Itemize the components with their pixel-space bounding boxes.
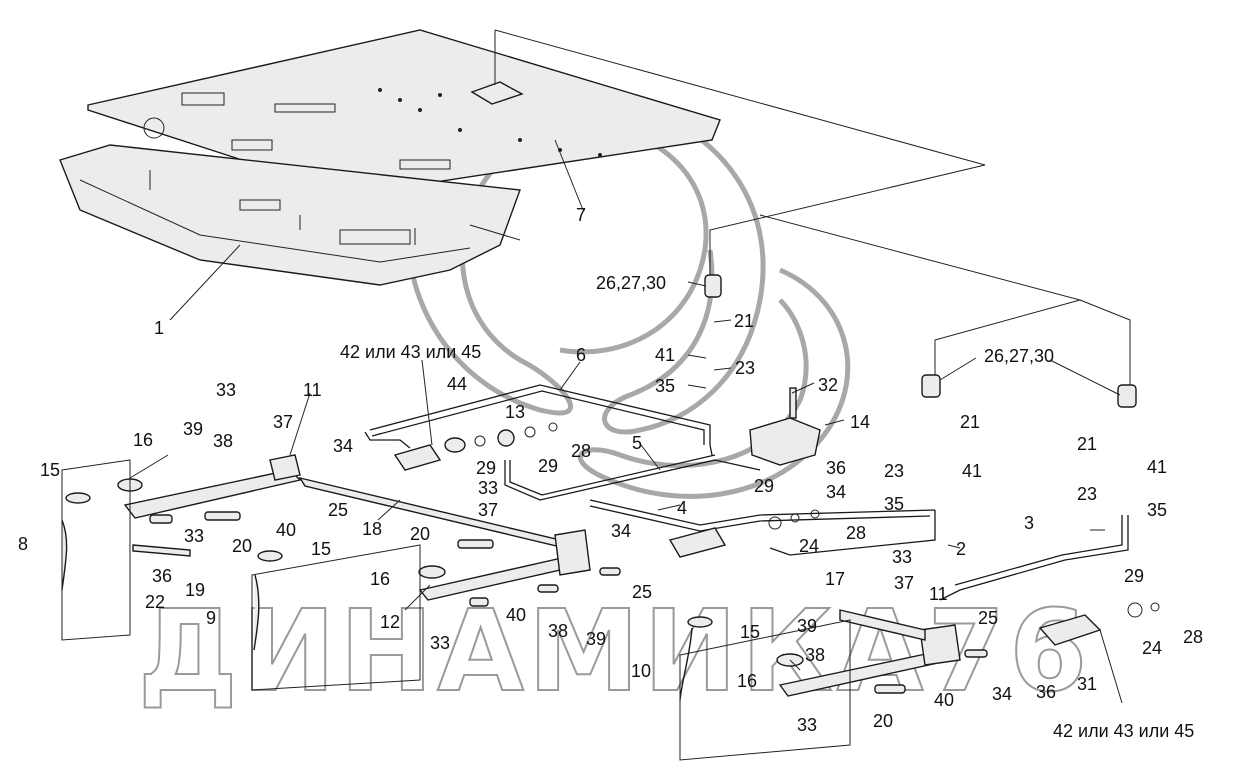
- callout-15-c: 15: [740, 622, 760, 642]
- callout-29-b: 29: [538, 456, 558, 476]
- callout-33-f: 33: [797, 715, 817, 735]
- callout-23-mid: 23: [884, 461, 904, 481]
- callout-20-a: 20: [232, 536, 252, 556]
- callout-33-b: 33: [478, 478, 498, 498]
- callout-31: 31: [1077, 674, 1097, 694]
- callout-34-right: 34: [992, 684, 1012, 704]
- callout-24-b: 24: [1142, 638, 1162, 658]
- callout-labels: 1 7 26,27,30 21 41 23 35 32 42 или 43 ил…: [18, 205, 1203, 741]
- callout-38-b: 38: [548, 621, 568, 641]
- callout-18: 18: [362, 519, 382, 539]
- callout-33-d: 33: [430, 633, 450, 653]
- callout-34-b: 34: [611, 521, 631, 541]
- callout-16-left: 16: [133, 430, 153, 450]
- callout-29-a: 29: [476, 458, 496, 478]
- callout-3: 3: [1024, 513, 1034, 533]
- callout-1: 1: [154, 318, 164, 338]
- pedal-assembly-middle: [253, 529, 621, 651]
- callout-11-left: 11: [303, 380, 322, 400]
- callout-33-a: 33: [216, 380, 236, 400]
- callout-24-a: 24: [799, 536, 819, 556]
- cab-frame: [59, 144, 521, 286]
- callout-15-a: 15: [40, 460, 60, 480]
- callout-42-43-45-left: 42 или 43 или 45: [340, 342, 481, 362]
- callout-13: 13: [505, 402, 525, 422]
- callout-44: 44: [447, 374, 467, 394]
- callout-8: 8: [18, 534, 28, 554]
- callout-39-b: 39: [586, 629, 606, 649]
- callout-28-mid: 28: [846, 523, 866, 543]
- floor-panel: [87, 29, 721, 196]
- callout-34-a: 34: [333, 436, 353, 456]
- callout-42-43-45-right: 42 или 43 или 45: [1053, 721, 1194, 741]
- callout-40-c: 40: [934, 690, 954, 710]
- callout-23-right: 23: [1077, 484, 1097, 504]
- callout-2: 2: [956, 539, 966, 559]
- callout-20-b: 20: [410, 524, 430, 544]
- callout-14: 14: [850, 412, 870, 432]
- pedal-assembly-left: [61, 454, 567, 591]
- callout-38-a: 38: [213, 431, 233, 451]
- callout-7: 7: [576, 205, 586, 225]
- callout-37-a: 37: [273, 412, 293, 432]
- callout-9: 9: [206, 608, 216, 628]
- callout-34-mid: 34: [826, 482, 846, 502]
- callout-41-mid: 41: [962, 461, 982, 481]
- callout-4: 4: [677, 498, 687, 518]
- callout-21-right: 21: [1077, 434, 1097, 454]
- callout-33-e: 33: [892, 547, 912, 567]
- callout-29-c: 29: [754, 476, 774, 496]
- callout-35-mid: 35: [884, 494, 904, 514]
- callout-35-top: 35: [655, 376, 675, 396]
- brake-pipes: [364, 384, 1129, 601]
- callout-37-b: 37: [478, 500, 498, 520]
- callout-40-b: 40: [506, 605, 526, 625]
- callout-22: 22: [145, 592, 165, 612]
- pedal-assembly-right: [679, 609, 988, 701]
- callout-36-mid: 36: [826, 458, 846, 478]
- callout-38-c: 38: [805, 645, 825, 665]
- callout-21-top: 21: [734, 311, 754, 331]
- callout-35-right: 35: [1147, 500, 1167, 520]
- callout-10: 10: [631, 661, 651, 681]
- guide-lines: [494, 29, 1131, 385]
- callout-5: 5: [632, 433, 642, 453]
- callout-11-right: 11: [929, 584, 948, 604]
- leader-lines: [129, 139, 1123, 704]
- callout-29-d: 29: [1124, 566, 1144, 586]
- callout-25-b: 25: [632, 582, 652, 602]
- callout-23-top: 23: [735, 358, 755, 378]
- callout-40-a: 40: [276, 520, 296, 540]
- callout-39-c: 39: [797, 616, 817, 636]
- callout-19: 19: [185, 580, 205, 600]
- callout-41-right: 41: [1147, 457, 1167, 477]
- callout-39-a: 39: [183, 419, 203, 439]
- callout-12: 12: [380, 612, 400, 632]
- callout-41-top: 41: [655, 345, 675, 365]
- callout-37-c: 37: [894, 573, 914, 593]
- callout-21-mid: 21: [960, 412, 980, 432]
- callout-16-mid: 16: [370, 569, 390, 589]
- callout-20-c: 20: [873, 711, 893, 731]
- callout-16-right: 16: [737, 671, 757, 691]
- callout-25-c: 25: [978, 608, 998, 628]
- guide-boxes: [61, 459, 851, 761]
- callout-15-b: 15: [311, 539, 331, 559]
- callout-36-a: 36: [152, 566, 172, 586]
- callout-6: 6: [576, 345, 586, 365]
- callout-17: 17: [825, 569, 845, 589]
- callout-28-left: 28: [571, 441, 591, 461]
- callout-26-27-30-right: 26,27,30: [984, 346, 1054, 366]
- callout-32: 32: [818, 375, 838, 395]
- callout-25-a: 25: [328, 500, 348, 520]
- callout-33-c: 33: [184, 526, 204, 546]
- valves: [393, 274, 1160, 646]
- callout-28-right: 28: [1183, 627, 1203, 647]
- callout-26-27-30-top: 26,27,30: [596, 273, 666, 293]
- callout-36-right: 36: [1036, 682, 1056, 702]
